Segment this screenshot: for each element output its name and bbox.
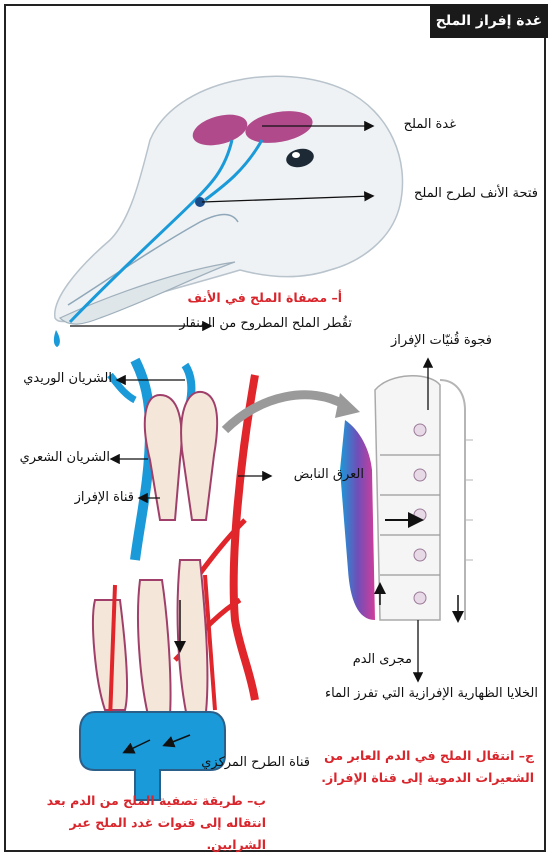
label-epithelial-cells: الخلايا الظهارية الإفرازية التي تفرز الم… [325, 686, 538, 701]
label-venous-artery: الشريان الوريدي [23, 371, 112, 386]
caption-a: أ– مصفاة الملح في الأنف [187, 287, 342, 309]
label-blood-flow: مجرى الدم [353, 652, 412, 667]
label-tubule-cavity: فجوة قُنيّات الإفراز [391, 333, 492, 348]
label-capillary-artery: الشريان الشعري [20, 450, 110, 465]
label-drip: تقُطر الملح المطروح من المنقار [179, 316, 352, 331]
cell-detail [340, 376, 473, 620]
caption-b: ب– طريقة تصفية الملح من الدم بعد انتقاله… [11, 790, 266, 856]
label-salt-gland: غدة الملح [404, 117, 456, 132]
label-secretion-duct: قناة الإفراز [75, 490, 134, 505]
label-pulse-vein: العرق النابض [294, 467, 364, 482]
label-nostril: فتحة الأنف لطرح الملح [414, 186, 538, 201]
caption-c: ج– انتقال الملح في الدم العابر من الشعير… [289, 745, 534, 789]
